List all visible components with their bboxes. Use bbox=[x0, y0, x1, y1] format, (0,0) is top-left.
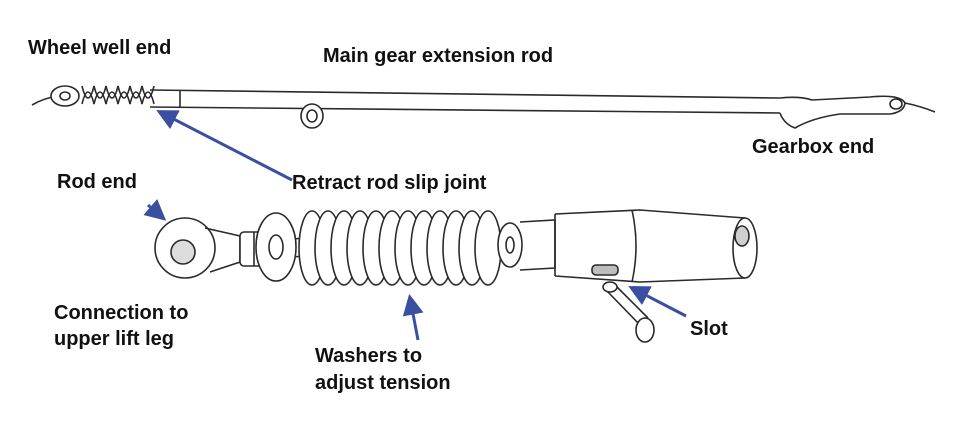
washers-label-line1: Washers to bbox=[315, 345, 423, 367]
slip-joint-arrow bbox=[156, 110, 293, 182]
rod-end-label: Rod end bbox=[57, 171, 137, 193]
slot-arrow bbox=[628, 286, 687, 318]
slot-pin bbox=[602, 281, 655, 343]
washers-arrow bbox=[402, 293, 424, 341]
connection-label-line2: upper lift leg bbox=[54, 328, 174, 350]
washers-spring bbox=[298, 210, 502, 286]
slip-joint-spring bbox=[81, 85, 155, 105]
connection-label-line1: Connection to bbox=[54, 302, 189, 324]
extension-rod bbox=[31, 85, 936, 129]
main-gear-rod-label: Main gear extension rod bbox=[323, 45, 554, 67]
rod-end-arrow bbox=[143, 199, 167, 221]
slip-joint-detail bbox=[154, 209, 758, 343]
gearbox-end-label: Gearbox end bbox=[752, 136, 875, 158]
slip-joint-label: Retract rod slip joint bbox=[292, 172, 487, 194]
washers-label-line2: adjust tension bbox=[315, 372, 451, 394]
slot-label: Slot bbox=[690, 318, 728, 340]
wheel-well-end-label: Wheel well end bbox=[28, 37, 172, 59]
callout-arrows bbox=[143, 110, 687, 341]
